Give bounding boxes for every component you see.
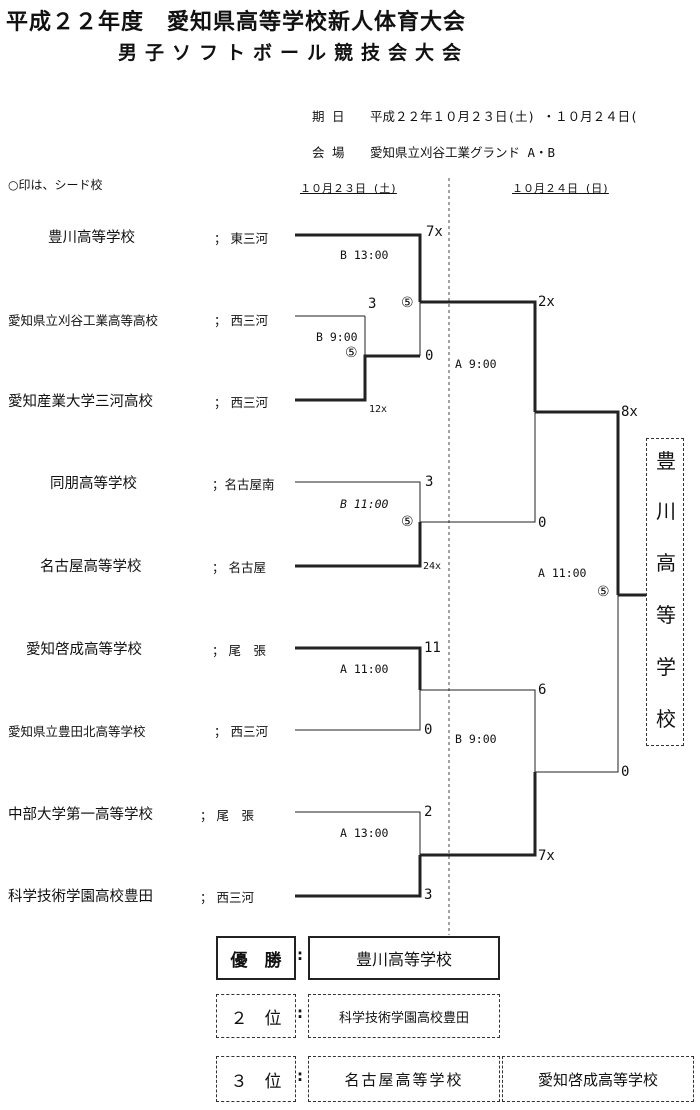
score: 24x xyxy=(423,561,442,572)
team-region: ； 西三河 xyxy=(214,395,268,410)
day2-header: １０月２４日 (日) xyxy=(512,182,609,195)
score: 0 xyxy=(425,348,434,364)
champion-char: 校 xyxy=(656,707,676,731)
date-label: 期 日 xyxy=(312,109,345,124)
score: 7x xyxy=(426,224,443,240)
bracket-line xyxy=(295,646,422,690)
score: 2x xyxy=(538,294,555,310)
results-colon: : xyxy=(297,1067,303,1085)
score: 3 xyxy=(424,887,433,903)
score: 8x xyxy=(621,404,638,420)
team-region: ； 西三河 xyxy=(214,313,268,328)
results-colon: : xyxy=(297,1004,303,1022)
champion-box: 豊 川 高 等 学 校 xyxy=(646,438,684,746)
team-name: 愛知産業大学三河高校 xyxy=(8,394,153,410)
second-place-label: ２ 位 xyxy=(216,994,296,1038)
venue-label: 会 場 xyxy=(312,145,345,160)
bracket-line xyxy=(535,410,620,595)
game-label: A 9:00 xyxy=(455,357,497,371)
seed-mark: ⑤ xyxy=(345,345,358,361)
third-place-team: 愛知啓成高等学校 xyxy=(502,1056,694,1102)
bracket-line xyxy=(295,522,422,568)
second-place-team: 科学技術学園高校豊田 xyxy=(308,994,500,1038)
seed-mark: ⑤ xyxy=(401,514,414,530)
bracket-line xyxy=(295,811,421,855)
score: 0 xyxy=(621,764,630,780)
score: 12x xyxy=(369,404,388,415)
game-label: B 13:00 xyxy=(340,248,389,262)
score: 3 xyxy=(425,474,434,490)
score: 2 xyxy=(424,804,433,820)
bracket-line xyxy=(420,412,536,523)
bracket-line xyxy=(295,233,422,302)
page-title: 平成２２年度 愛知県高等学校新人体育大会 xyxy=(6,10,467,35)
champion-char: 高 xyxy=(656,551,676,575)
team-name: 豊川高等学校 xyxy=(48,230,135,246)
score: 3 xyxy=(368,296,377,312)
bracket-line xyxy=(295,855,422,898)
team-name: 科学技術学園高校豊田 xyxy=(8,889,153,905)
game-label: B 11:00 xyxy=(340,497,389,511)
champion-char: 川 xyxy=(656,499,676,523)
game-label: B 9:00 xyxy=(316,330,358,344)
third-place-team: 名古屋高等学校 xyxy=(308,1056,500,1102)
first-place-team: 豊川高等学校 xyxy=(308,936,500,980)
team-region: ；名古屋南 xyxy=(212,477,275,492)
game-label: A 13:00 xyxy=(340,826,389,840)
bracket-line xyxy=(295,481,421,522)
game-label: A 11:00 xyxy=(538,566,587,580)
team-name: 愛知県立刈谷工業高等高校 xyxy=(8,313,159,328)
team-name: 同朋高等学校 xyxy=(50,476,137,492)
team-region: ； 西三河 xyxy=(214,724,268,739)
results-colon: : xyxy=(297,946,303,964)
bracket-line xyxy=(420,300,537,412)
bracket-line xyxy=(535,595,619,773)
team-name: 名古屋高等学校 xyxy=(40,559,142,575)
bracket-line xyxy=(420,689,536,772)
score: 7x xyxy=(538,848,555,864)
page-subtitle: 男子ソフトボール競技会大会 xyxy=(118,42,470,64)
score: 0 xyxy=(424,722,433,738)
bracket-line xyxy=(295,354,420,402)
score: 0 xyxy=(538,515,547,531)
team-region: ； 西三河 xyxy=(200,890,254,905)
team-region: ； 尾 張 xyxy=(200,808,254,823)
seed-mark: ⑤ xyxy=(597,584,610,600)
team-name: 愛知啓成高等学校 xyxy=(26,642,142,658)
seed-mark: ⑤ xyxy=(401,295,414,311)
champion-char: 等 xyxy=(656,603,676,627)
game-label: B 9:00 xyxy=(455,732,497,746)
game-label: A 11:00 xyxy=(340,662,389,676)
team-region: ； 尾 張 xyxy=(212,643,266,658)
date-value: 平成２２年１０月２３日(土) ・１０月２４日( xyxy=(370,109,638,124)
bracket-line xyxy=(420,772,537,857)
team-name: 中部大学第一高等学校 xyxy=(8,807,153,823)
champion-char: 豊 xyxy=(656,449,676,473)
team-region: ； 東三河 xyxy=(214,231,268,246)
seed-note: ○印は、シード校 xyxy=(8,178,103,192)
score: 11 xyxy=(424,640,441,656)
bracket-line xyxy=(295,690,421,731)
first-place-label: 優 勝 xyxy=(216,936,296,980)
day1-header: １０月２３日 (土) xyxy=(300,182,397,195)
champion-char: 学 xyxy=(656,655,676,679)
team-region: ； 名古屋 xyxy=(212,560,266,575)
team-name: 愛知県立豊田北高等学校 xyxy=(8,724,146,739)
third-place-label: ３ 位 xyxy=(216,1056,296,1102)
venue-value: 愛知県立刈谷工業グランド A・B xyxy=(370,145,556,160)
score: 6 xyxy=(538,682,547,698)
